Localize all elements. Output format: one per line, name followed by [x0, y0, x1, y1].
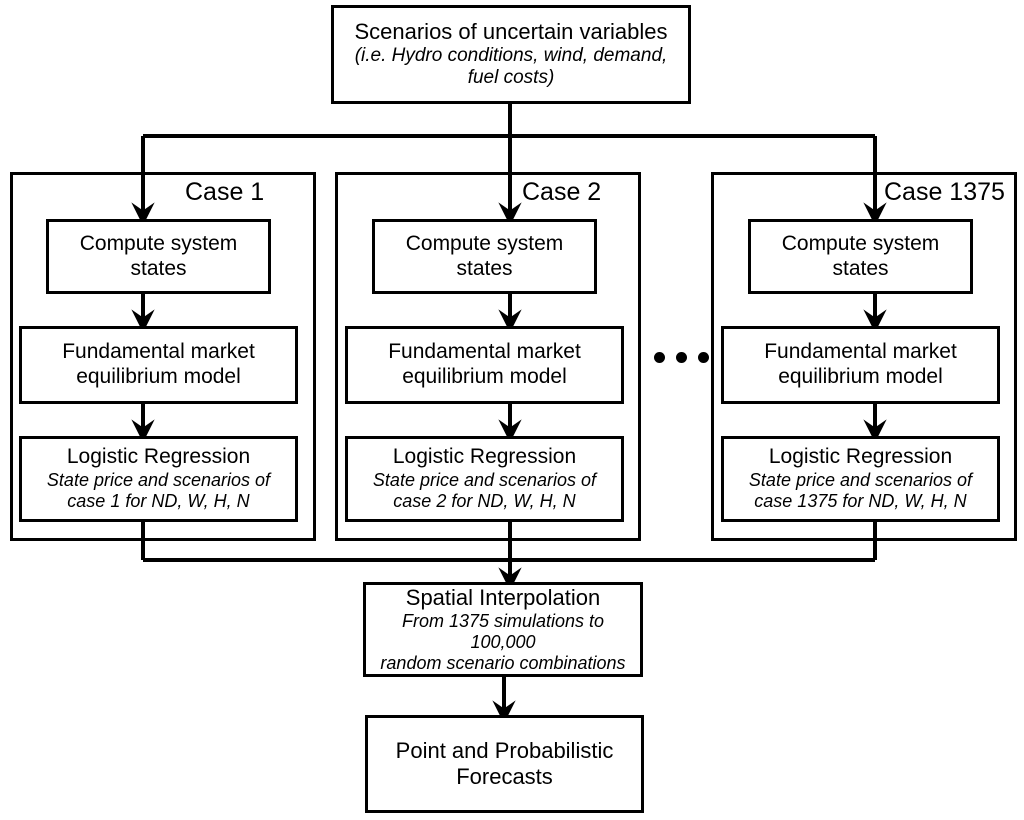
box-case1-fundamental-market-model: Fundamental market equilibrium model	[19, 326, 298, 404]
panel-case-1375-label: Case 1375	[884, 178, 1005, 206]
case1375-step2-line-2: equilibrium model	[778, 365, 943, 388]
case1375-step3-sub-line-2: case 1375 for ND, W, H, N	[754, 491, 967, 512]
case2-step3-title: Logistic Regression	[392, 445, 577, 469]
box-point-and-probabilistic-forecasts: Point and Probabilistic Forecasts	[365, 715, 644, 813]
box-case2-logistic-regression: Logistic Regression State price and scen…	[345, 436, 624, 522]
box-case1-compute-system-states: Compute system states	[46, 219, 271, 294]
box-case1375-fundamental-market-model: Fundamental market equilibrium model	[721, 326, 1000, 404]
case1375-step3-title: Logistic Regression	[768, 445, 953, 469]
case1-step2-line-1: Fundamental market	[62, 340, 255, 364]
case1-step3-sub-line-1: State price and scenarios of	[46, 470, 271, 491]
box-case2-fundamental-market-model: Fundamental market equilibrium model	[345, 326, 624, 404]
ellipsis-dot-2	[676, 352, 687, 363]
case1375-step1-line-1: Compute system	[781, 231, 940, 255]
case1-step1-line-2: states	[130, 256, 187, 280]
output-line-2: Forecasts	[456, 764, 553, 789]
panel-case-1375	[711, 172, 1017, 541]
case2-step3-sub-line-1: State price and scenarios of	[372, 470, 597, 491]
interpolation-sub-line-1: From 1375 simulations to 100,000	[401, 610, 605, 652]
ellipsis-dot-3	[698, 352, 709, 363]
case2-step2-line-2: equilibrium model	[402, 365, 567, 388]
box-case1375-logistic-regression: Logistic Regression State price and scen…	[721, 436, 1000, 522]
scenarios-subtitle-line-1: (i.e. Hydro conditions, wind, demand,	[354, 45, 668, 67]
case1375-step1-line-2: states	[832, 256, 889, 280]
panel-case-2-label: Case 2	[522, 178, 602, 206]
case1-step2-line-2: equilibrium model	[76, 365, 241, 388]
ellipsis-icon	[654, 352, 709, 363]
output-line-1: Point and Probabilistic	[395, 738, 614, 764]
case1-step1-line-1: Compute system	[79, 231, 238, 255]
case1-step3-title: Logistic Regression	[66, 445, 251, 469]
box-case1-logistic-regression: Logistic Regression State price and scen…	[19, 436, 298, 522]
box-scenarios-of-uncertain-variables: Scenarios of uncertain variables (i.e. H…	[331, 5, 691, 104]
case2-step1-line-2: states	[456, 256, 513, 280]
case2-step3-sub-line-2: case 2 for ND, W, H, N	[393, 491, 576, 512]
ellipsis-dot-1	[654, 352, 665, 363]
box-case2-compute-system-states: Compute system states	[372, 219, 597, 294]
case1-step3-sub-line-2: case 1 for ND, W, H, N	[67, 491, 250, 512]
case1375-step2-line-1: Fundamental market	[764, 340, 957, 364]
case2-step2-line-1: Fundamental market	[388, 340, 581, 364]
scenarios-subtitle-line-2: fuel costs)	[467, 67, 555, 89]
panel-case-2	[335, 172, 641, 541]
panel-case-1	[10, 172, 316, 541]
panel-case-1-label: Case 1	[185, 178, 265, 206]
box-case1375-compute-system-states: Compute system states	[748, 219, 973, 294]
interpolation-sub-line-2: random scenario combinations	[380, 653, 626, 674]
case2-step1-line-1: Compute system	[405, 231, 564, 255]
interpolation-title: Spatial Interpolation	[405, 584, 601, 610]
case1375-step3-sub-line-1: State price and scenarios of	[748, 470, 973, 491]
scenarios-title: Scenarios of uncertain variables	[354, 19, 668, 45]
box-spatial-interpolation: Spatial Interpolation From 1375 simulati…	[363, 582, 643, 677]
